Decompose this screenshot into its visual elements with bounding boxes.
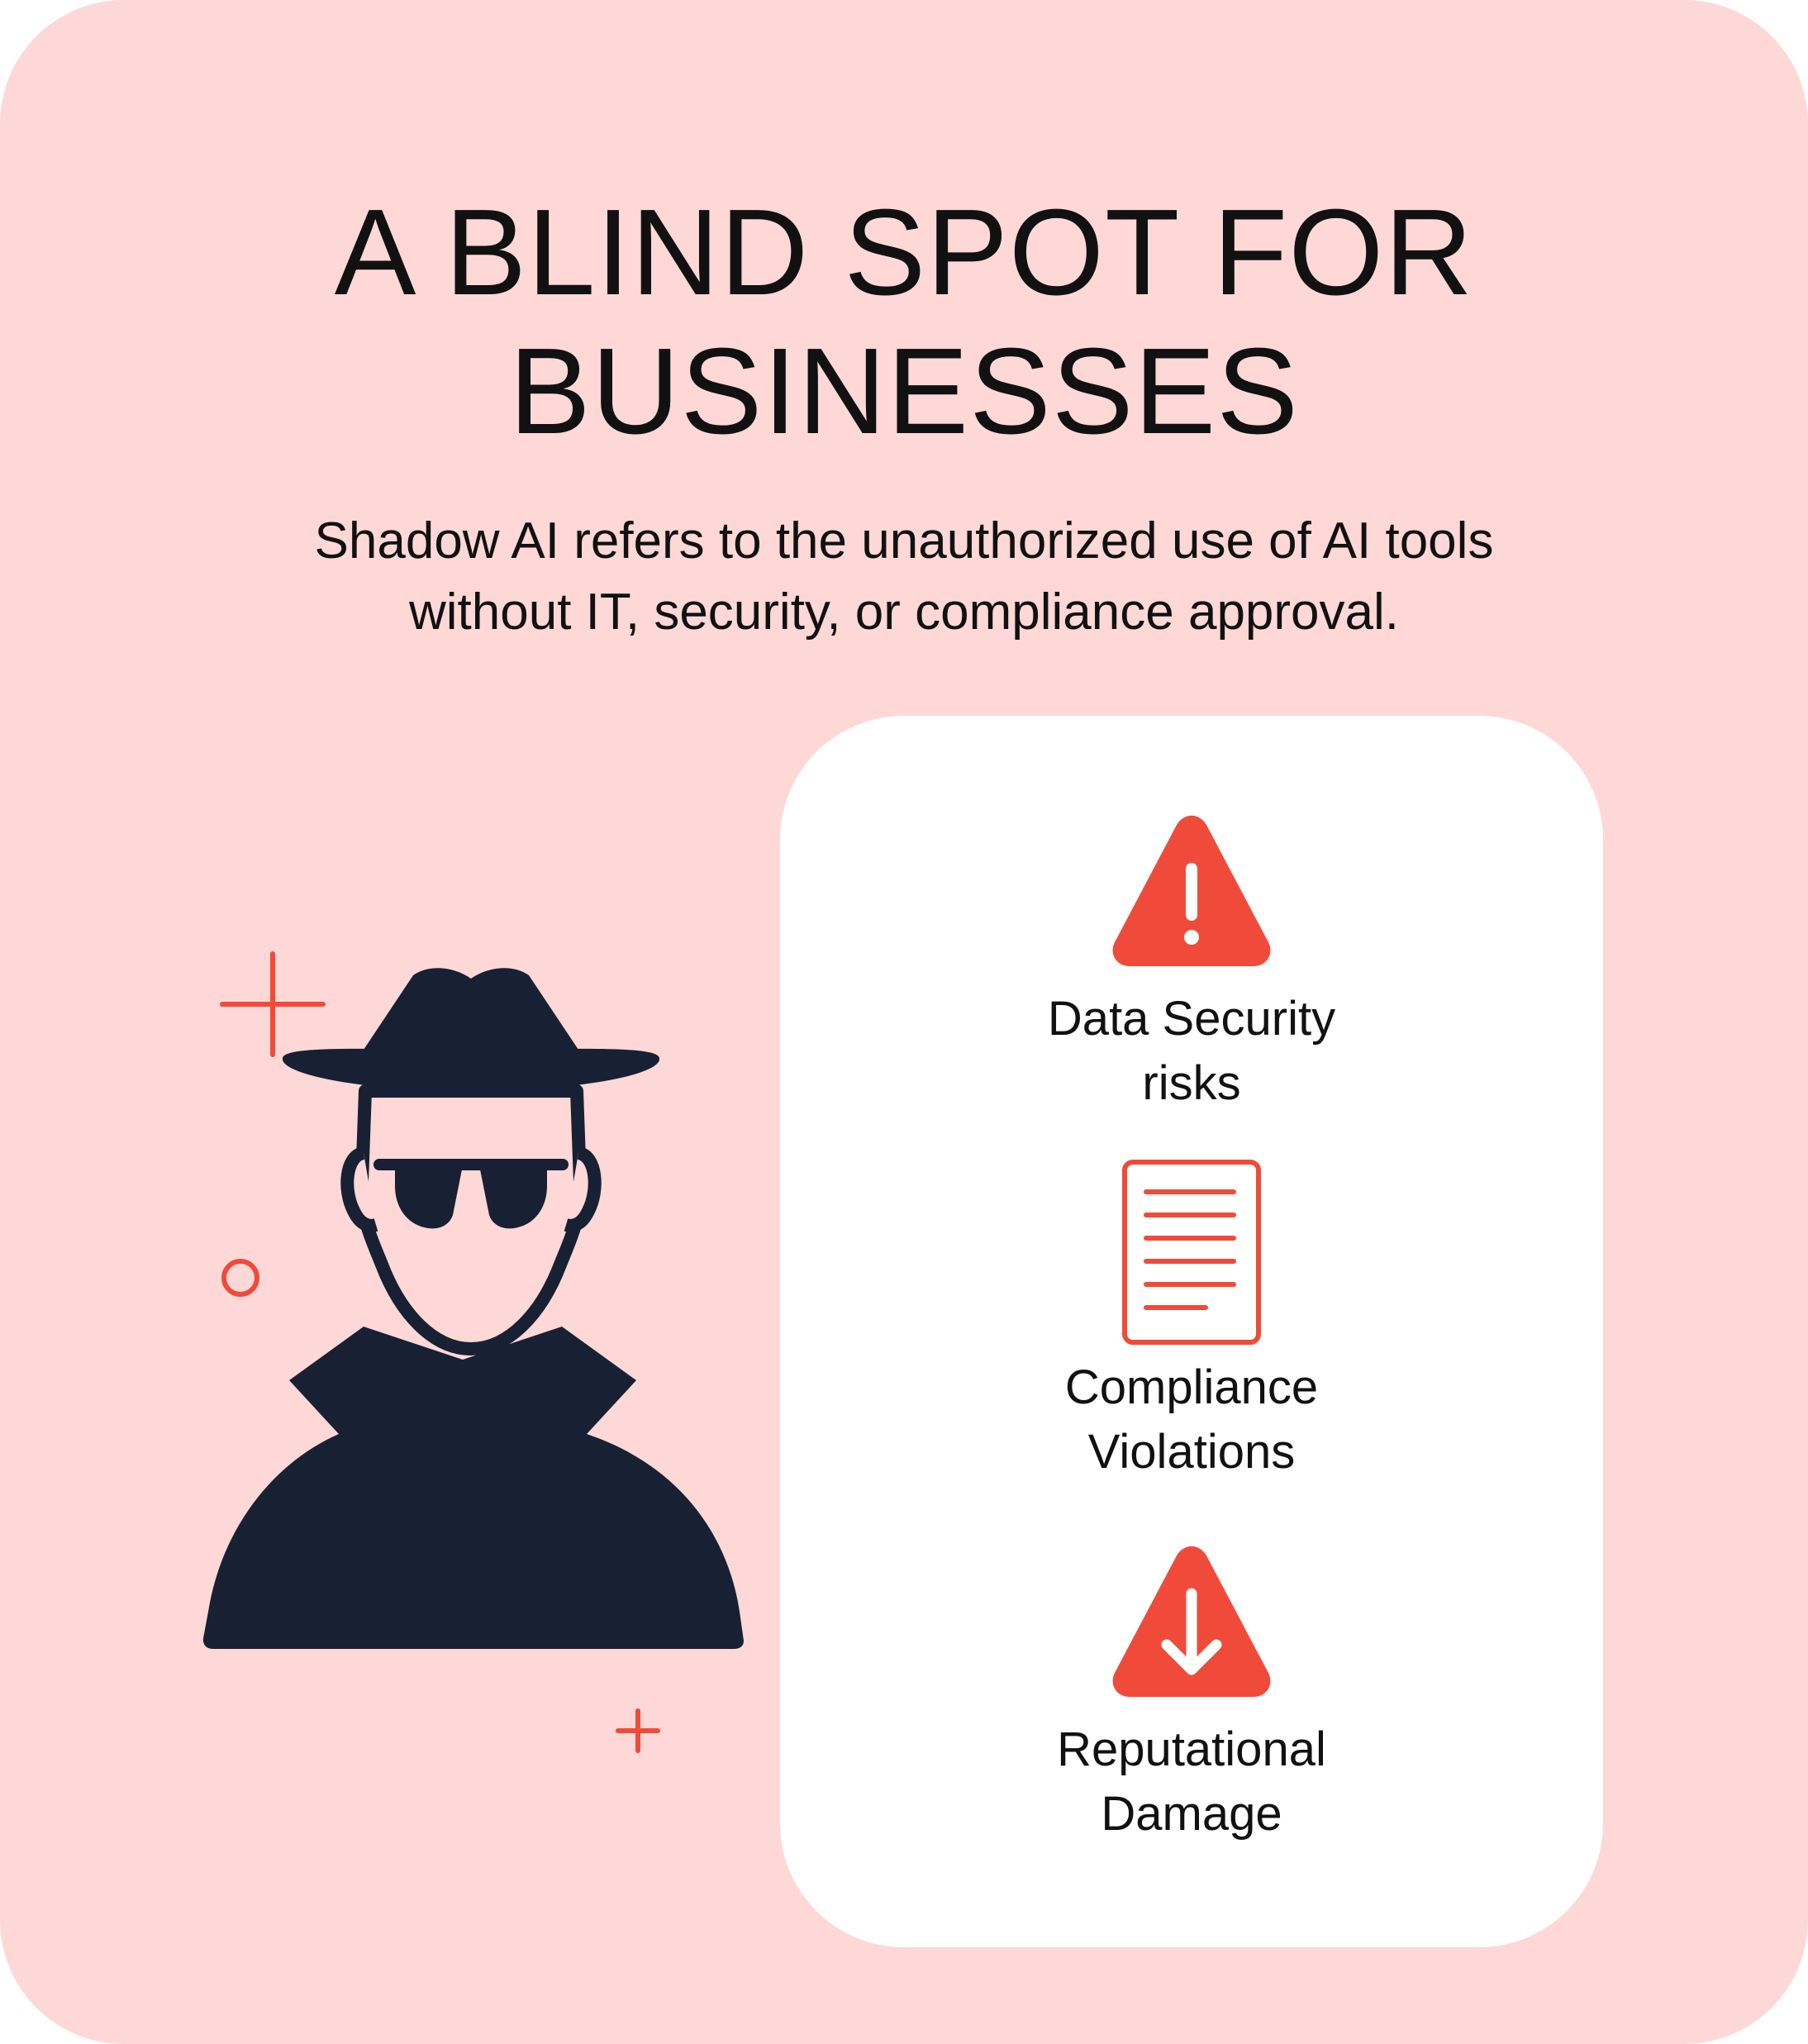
page-title: A BLIND SPOT FOR BUSINESSES: [334, 184, 1474, 460]
document-icon: [1122, 1160, 1261, 1345]
risk-label: Data Security risks: [1047, 992, 1336, 1110]
warning-triangle-icon: [1112, 815, 1271, 966]
risk-item-reputational: Reputational Damage: [780, 1544, 1603, 1846]
large-plus-icon: [220, 951, 326, 1057]
risk-item-compliance: Compliance Violations: [780, 1159, 1603, 1484]
subtitle: Shadow AI refers to the unauthorized use…: [314, 512, 1494, 641]
small-circle-icon: [221, 1259, 259, 1297]
risk-label: Compliance Violations: [1064, 1360, 1319, 1479]
down-arrow-triangle-icon: [1112, 1546, 1271, 1697]
risk-item-data-security: Data Security risks: [780, 813, 1603, 1116]
small-plus-icon: [616, 1708, 660, 1753]
spy-figure-icon: [202, 968, 744, 1649]
risks-panel: Data Security risks Compliance Violation…: [780, 716, 1603, 1947]
risk-label: Reputational Damage: [1057, 1722, 1326, 1841]
